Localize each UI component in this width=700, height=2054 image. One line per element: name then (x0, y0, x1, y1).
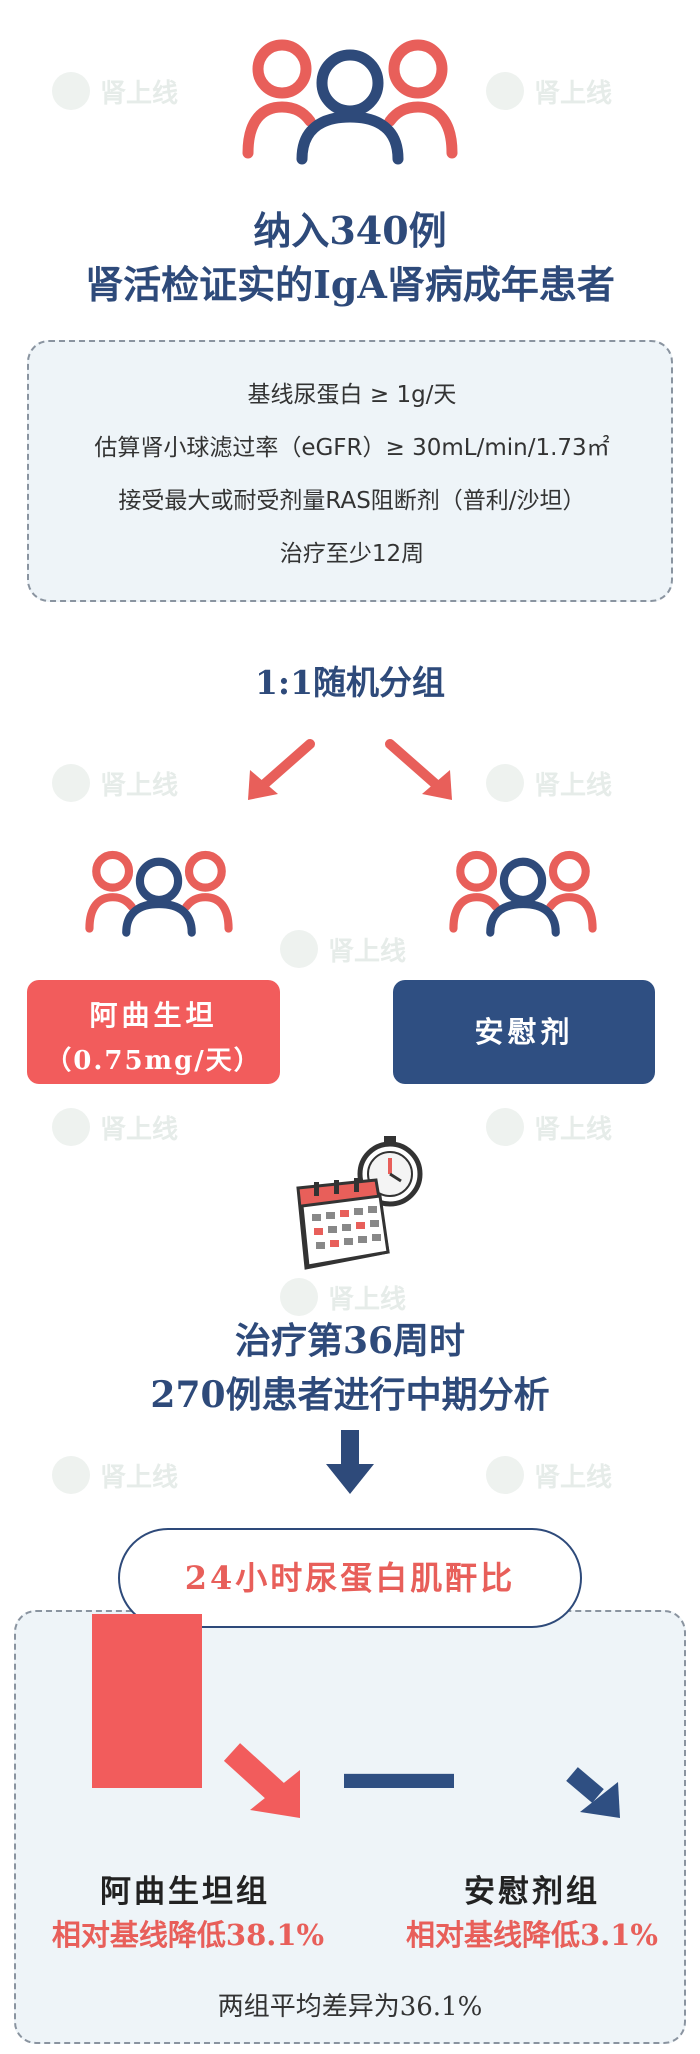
people-group-icon (242, 39, 458, 165)
treatment-drug-name: 阿曲生坦 (89, 999, 218, 1032)
arrow-down-right-icon (385, 739, 452, 800)
analysis-line-1: 治疗第36周时 (234, 1320, 466, 1362)
criteria-item: 治疗至少12周 (279, 541, 425, 567)
watermark: 肾上线 (280, 1278, 406, 1316)
watermark-logo-icon (52, 764, 90, 802)
watermark: 肾上线 (52, 764, 178, 802)
watermark: 肾上线 (52, 1108, 178, 1146)
placebo-group-label: 安慰剂组 (464, 1874, 600, 1910)
criteria-item: 估算肾小球滤过率（eGFR）≥ 30mL/min/1.73㎡ (94, 435, 610, 461)
treatment-change-label: 相对基线降低38.1% (51, 1918, 325, 1952)
mean-difference-label: 两组平均差异为36.1% (217, 1992, 483, 2022)
results-bars (92, 1614, 620, 1818)
watermark: 肾上线 (486, 764, 612, 802)
watermark-logo-icon (486, 1108, 524, 1146)
watermark: 肾上线 (486, 1108, 612, 1146)
placebo-group-box: 安慰剂 (393, 980, 655, 1084)
placebo-change-label: 相对基线降低3.1% (405, 1918, 658, 1952)
treatment-group-label: 阿曲生坦组 (100, 1874, 270, 1910)
watermark-logo-icon (52, 1456, 90, 1494)
watermark-logo-icon (486, 72, 524, 110)
treatment-bar (92, 1614, 202, 1788)
endpoint-label: 24小时尿蛋白肌酐比 (118, 1528, 582, 1628)
treatment-decrease-arrow-icon (223, 1743, 300, 1818)
title-line-2: 肾活检证实的IgA肾病成年患者 (85, 262, 615, 307)
watermark-logo-icon (280, 930, 318, 968)
placebo-decrease-arrow-icon (566, 1767, 620, 1818)
watermark-logo-icon (486, 1456, 524, 1494)
criteria-item: 接受最大或耐受剂量RAS阻断剂（普利/沙坦） (118, 488, 586, 514)
calendar-stopwatch-icon (296, 1136, 423, 1270)
watermark: 肾上线 (52, 1456, 178, 1494)
watermark-logo-icon (280, 1278, 318, 1316)
analysis-line-2: 270例患者进行中期分析 (150, 1374, 550, 1416)
watermark-logo-icon (52, 1108, 90, 1146)
watermark-logo-icon (52, 72, 90, 110)
placebo-group-people-icon (449, 850, 597, 937)
placebo-label: 安慰剂 (474, 1015, 574, 1049)
treatment-group-box: 阿曲生坦 （0.75mg/天） (27, 980, 280, 1084)
placebo-bar (344, 1773, 454, 1788)
title-line-1: 纳入340例 (253, 208, 447, 253)
arrow-down-left-icon (248, 739, 315, 800)
inclusion-criteria-box: 基线尿蛋白 ≥ 1g/天 估算肾小球滤过率（eGFR）≥ 30mL/min/1.… (27, 340, 673, 602)
watermark: 肾上线 (486, 1456, 612, 1494)
criteria-item: 基线尿蛋白 ≥ 1g/天 (247, 382, 457, 408)
treatment-dose: （0.75mg/天） (45, 1046, 262, 1076)
randomization-label: 1:1随机分组 (254, 663, 446, 702)
arrow-down-icon (326, 1430, 374, 1494)
watermark: 肾上线 (486, 72, 612, 110)
watermark: 肾上线 (280, 930, 406, 968)
watermark: 肾上线 (52, 72, 178, 110)
treatment-group-people-icon (85, 850, 233, 937)
watermark-logo-icon (486, 764, 524, 802)
